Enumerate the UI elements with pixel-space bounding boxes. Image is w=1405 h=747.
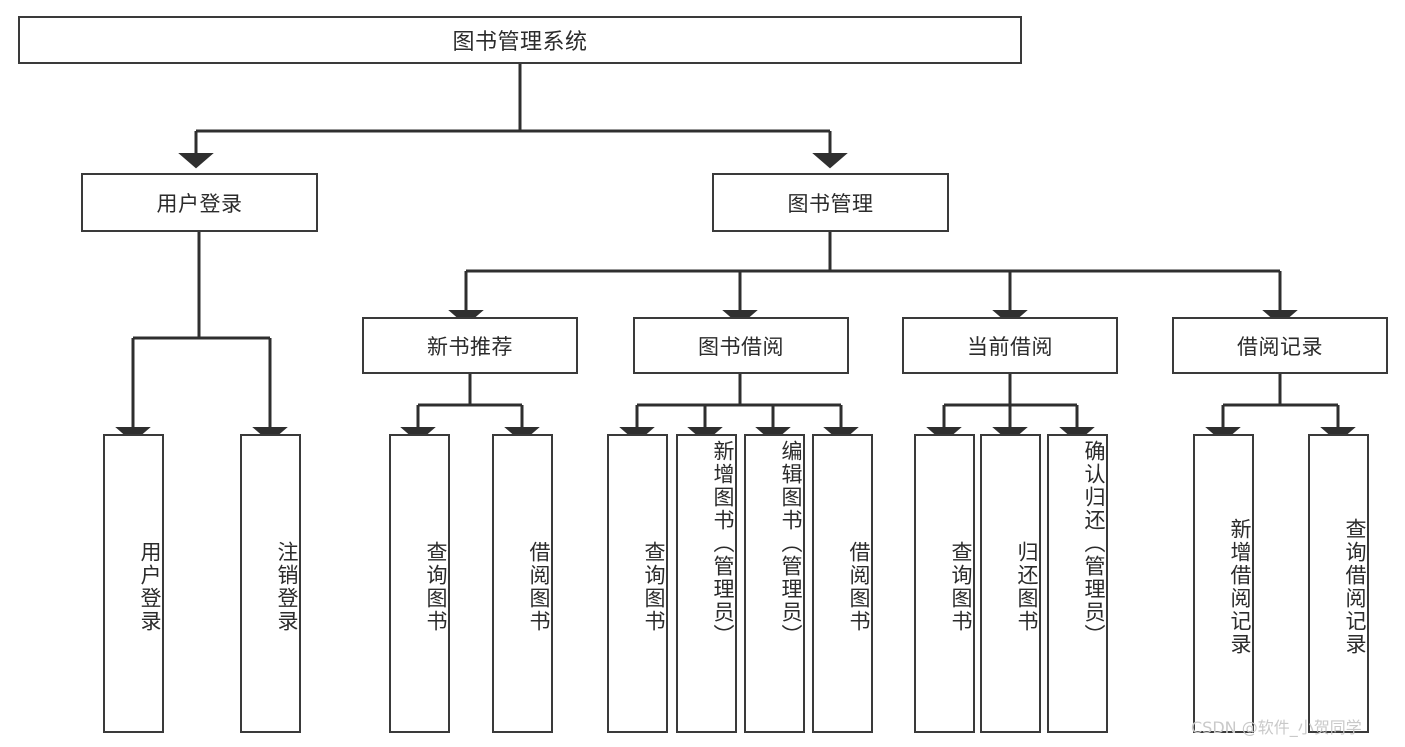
leaf-record-add[interactable]: 新增借阅记录 (1193, 434, 1254, 733)
node-current-borrow[interactable]: 当前借阅 (902, 317, 1118, 374)
node-book-management[interactable]: 图书管理 (712, 173, 949, 232)
node-root-system[interactable]: 图书管理系统 (18, 16, 1022, 64)
node-label: 新增借阅记录 (1228, 517, 1252, 656)
node-user-login[interactable]: 用户登录 (81, 173, 318, 232)
node-label: 用户登录 (138, 540, 162, 633)
node-label: 查询图书 (642, 540, 666, 633)
csdn-watermark: CSDN @软件_小贺同学 (1191, 718, 1362, 737)
node-label: 查询借阅记录 (1343, 517, 1367, 656)
node-book-borrow[interactable]: 图书借阅 (633, 317, 849, 374)
node-label: 新增图书（管理员） (711, 440, 735, 647)
leaf-current-return-book[interactable]: 归还图书 (980, 434, 1041, 733)
leaf-current-query-book[interactable]: 查询图书 (914, 434, 975, 733)
leaf-new-book-borrow[interactable]: 借阅图书 (492, 434, 553, 733)
leaf-user-login-logout[interactable]: 注销登录 (240, 434, 301, 733)
leaf-user-login-login[interactable]: 用户登录 (103, 434, 164, 733)
node-label: 编辑图书（管理员） (779, 440, 803, 647)
leaf-borrow-add-book[interactable]: 新增图书（管理员） (676, 434, 737, 733)
node-borrow-record[interactable]: 借阅记录 (1172, 317, 1388, 374)
node-label: 查询图书 (424, 540, 448, 633)
leaf-record-query[interactable]: 查询借阅记录 (1308, 434, 1369, 733)
node-label: 图书借阅 (698, 334, 784, 359)
node-label: 确认归还（管理员） (1082, 440, 1106, 647)
node-label: 注销登录 (275, 540, 299, 633)
node-label: 图书管理 (787, 191, 874, 216)
node-label: 当前借阅 (967, 334, 1053, 359)
node-label: 查询图书 (949, 540, 973, 633)
leaf-current-confirm-return[interactable]: 确认归还（管理员） (1047, 434, 1108, 733)
node-label: 借阅图书 (527, 540, 551, 633)
leaf-new-book-query[interactable]: 查询图书 (389, 434, 450, 733)
node-label: 图书管理系统 (452, 30, 588, 55)
node-label: 归还图书 (1015, 540, 1039, 633)
node-new-book-recommend[interactable]: 新书推荐 (362, 317, 578, 374)
node-label: 用户登录 (156, 191, 243, 216)
node-label: 借阅记录 (1237, 334, 1323, 359)
node-label: 借阅图书 (847, 540, 871, 633)
leaf-borrow-query-book[interactable]: 查询图书 (607, 434, 668, 733)
leaf-borrow-borrow-book[interactable]: 借阅图书 (812, 434, 873, 733)
node-label: 新书推荐 (427, 334, 513, 359)
leaf-borrow-edit-book[interactable]: 编辑图书（管理员） (744, 434, 805, 733)
